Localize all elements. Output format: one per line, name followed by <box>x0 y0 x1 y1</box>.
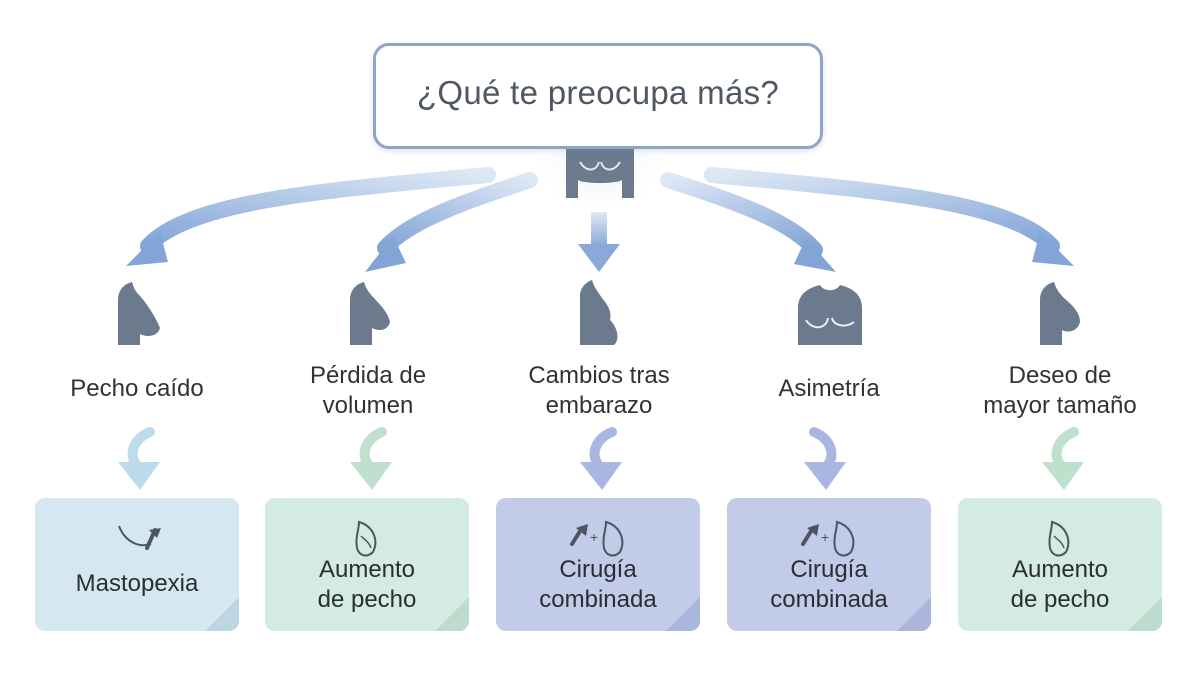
treatment-label: Cirugía combinada <box>539 556 657 613</box>
treatment-card-combinada-2[interactable]: + Cirugía combinada <box>727 498 931 631</box>
arrow-to-cambios-embarazo <box>591 212 607 246</box>
implant-icon <box>1048 520 1070 557</box>
treatment-label: Aumento de pecho <box>1010 556 1110 613</box>
down-arrow-1 <box>118 427 160 490</box>
down-arrow-4 <box>804 427 846 490</box>
arrow-to-asimetria <box>660 172 823 258</box>
treatment-card-mastopexia[interactable]: Mastopexia <box>35 498 239 631</box>
sagging-profile-icon <box>118 282 160 345</box>
down-arrow-3 <box>580 427 622 490</box>
pregnancy-profile-icon <box>580 280 618 345</box>
arrow-head-deseo-tamano <box>1032 232 1074 266</box>
volume-loss-profile-icon <box>350 282 390 345</box>
down-arrow-2 <box>350 427 392 490</box>
size-desire-profile-icon <box>1040 282 1080 345</box>
concern-label-cambios-embarazo: Cambios tras embarazo <box>528 362 670 419</box>
svg-text:+: + <box>821 529 829 545</box>
card-corner-fold <box>435 597 469 631</box>
implant-icon <box>355 520 377 557</box>
arrow-head-asimetria <box>794 238 836 272</box>
arrow-to-pecho-caido <box>140 167 496 254</box>
treatment-card-aumento-2[interactable]: Aumento de pecho <box>958 498 1162 631</box>
down-arrow-5 <box>1042 427 1084 490</box>
card-corner-fold <box>666 597 700 631</box>
arrow-head-perdida-volumen <box>365 236 406 272</box>
arrow-head-pecho-caido <box>126 232 168 266</box>
arrow-to-deseo-tamano <box>704 167 1060 254</box>
concern-label-perdida-volumen: Pérdida de volumen <box>309 362 427 419</box>
concern-label-deseo-tamano: Deseo de mayor tamaño <box>983 362 1137 419</box>
treatment-card-combinada-1[interactable]: + Cirugía combinada <box>496 498 700 631</box>
lift-plus-implant-icon: + <box>570 520 624 557</box>
lift-plus-implant-icon: + <box>801 520 855 557</box>
treatment-label: Mastopexia <box>75 570 199 597</box>
card-corner-fold <box>897 597 931 631</box>
treatment-card-aumento-1[interactable]: Aumento de pecho <box>265 498 469 631</box>
treatment-label: Cirugía combinada <box>770 556 888 613</box>
asymmetry-front-icon <box>798 285 862 345</box>
treatment-label: Aumento de pecho <box>317 556 417 613</box>
lift-arrow-icon <box>118 525 161 550</box>
question-title: ¿Qué te preocupa más? <box>416 74 780 111</box>
arrow-head-cambios-embarazo <box>578 244 620 272</box>
card-corner-fold <box>1128 597 1162 631</box>
arrow-to-perdida-volumen <box>377 172 538 256</box>
card-corner-fold <box>205 597 239 631</box>
concern-label-pecho-caido: Pecho caído <box>70 375 204 402</box>
svg-text:+: + <box>590 529 598 545</box>
concern-label-asimetria: Asimetría <box>778 375 880 402</box>
question-box: ¿Qué te preocupa más? <box>373 43 823 149</box>
